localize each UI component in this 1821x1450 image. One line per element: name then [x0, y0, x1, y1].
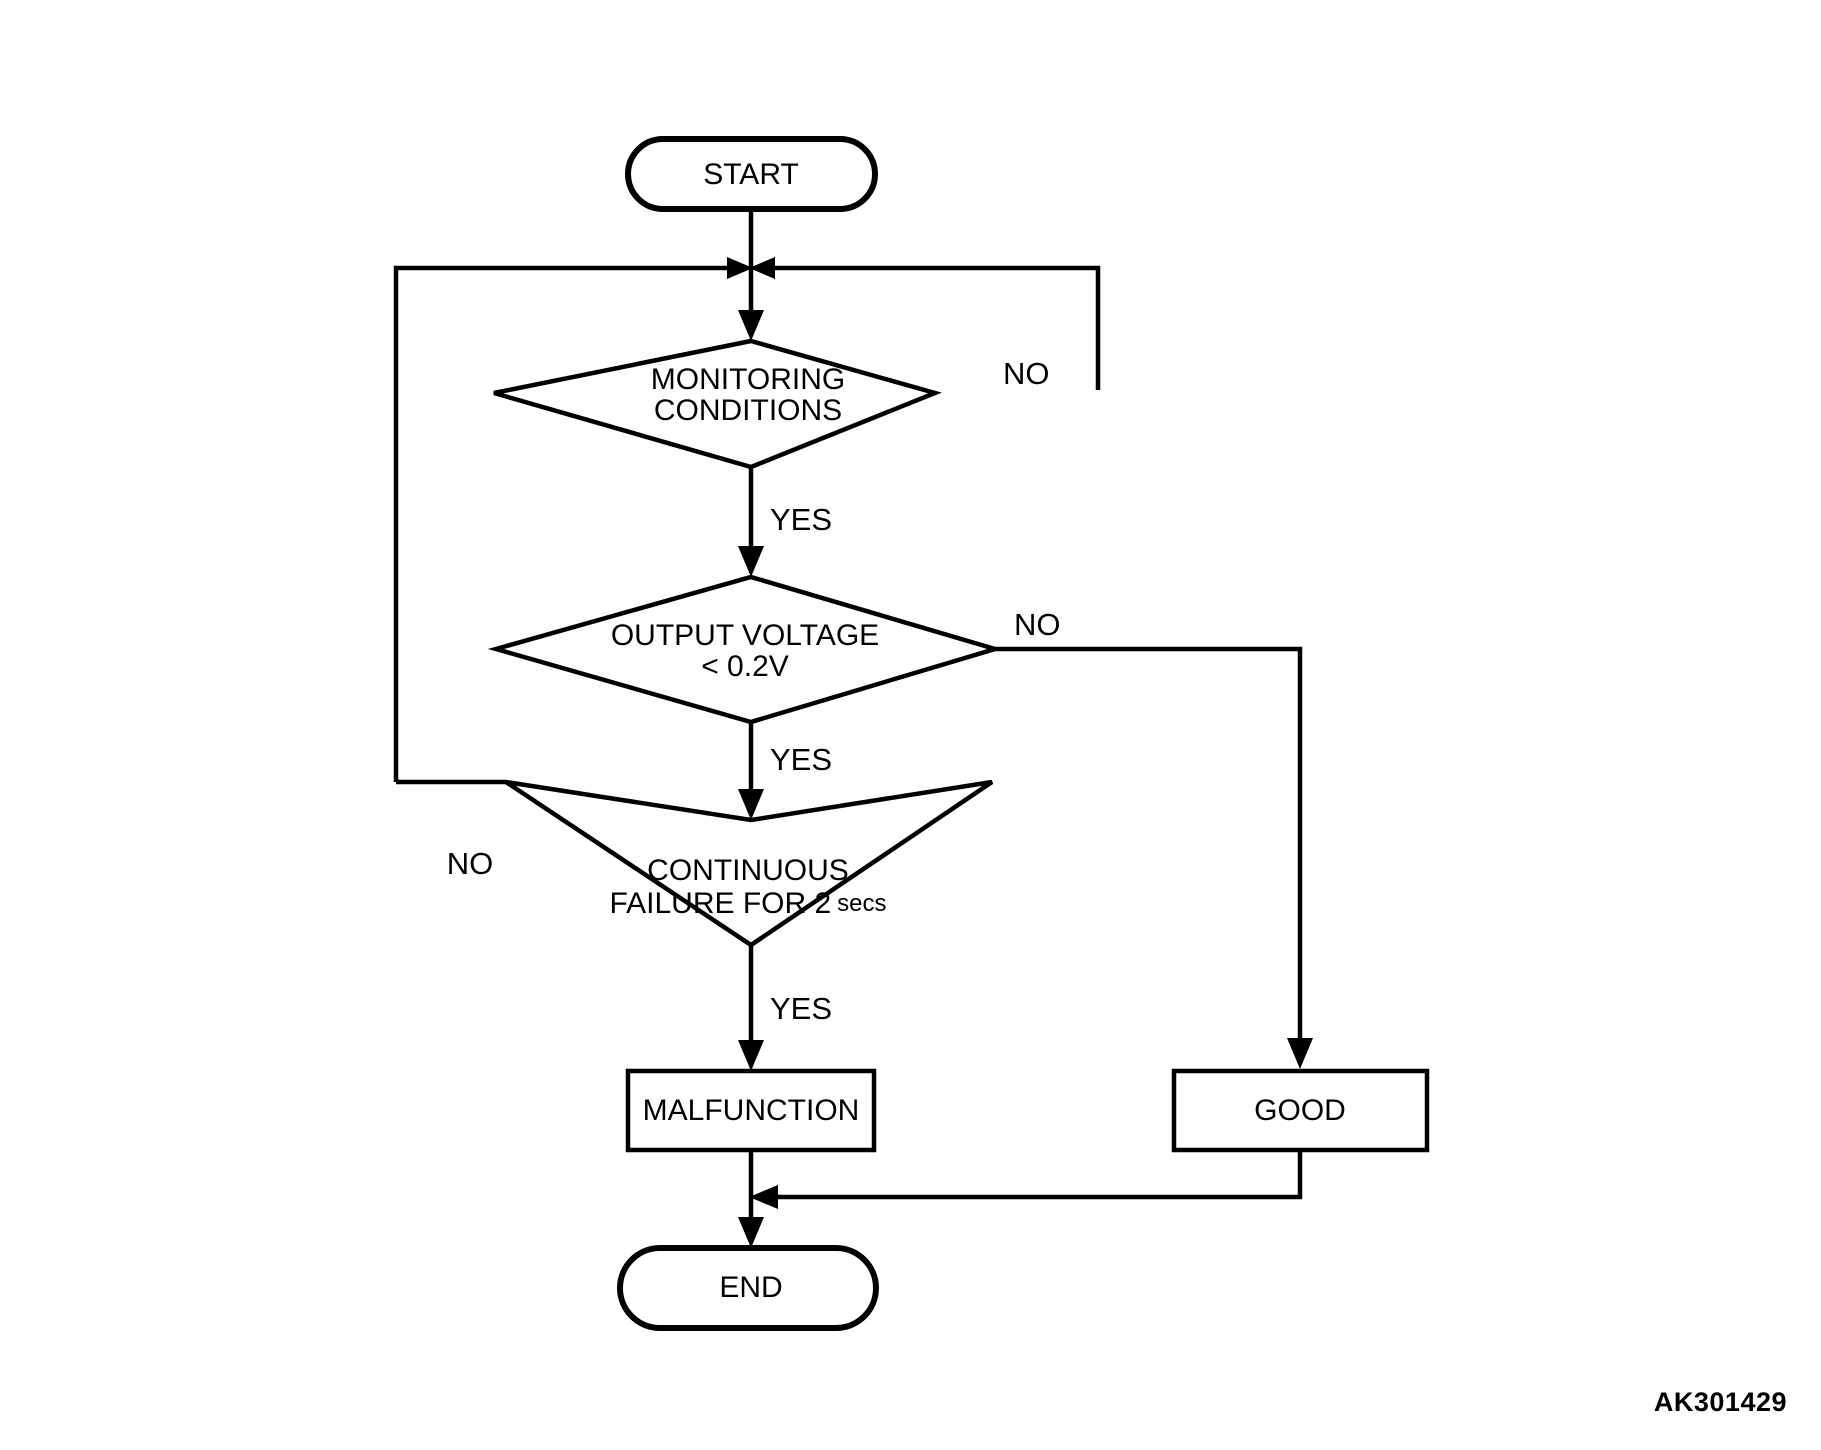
- edge-label-voltage-yes: YES: [770, 742, 832, 777]
- figure-code-label: AK301429: [1653, 1387, 1787, 1417]
- connector-loopback-left-rail: [393, 265, 737, 782]
- node-monitoring-conditions[interactable]: [493, 338, 942, 470]
- node-monitoring-label-line1: MONITORING: [651, 363, 845, 396]
- arrowhead-into-good: [1287, 1038, 1313, 1069]
- connector-loopback-right-rail: [765, 265, 1101, 390]
- node-monitoring-label-line2: CONDITIONS: [654, 394, 842, 427]
- node-malfunction-label: MALFUNCTION: [643, 1094, 860, 1127]
- node-start[interactable]: [625, 136, 878, 212]
- node-continuous-label-line2-main: FAILURE FOR 2: [609, 887, 831, 920]
- connector-good-to-end-merge: [768, 1149, 1303, 1200]
- node-end-label: END: [719, 1271, 782, 1304]
- arrowhead-into-continuous: [738, 789, 764, 820]
- node-malfunction[interactable]: [625, 1068, 877, 1153]
- node-good-label: GOOD: [1254, 1094, 1346, 1127]
- edge-label-monitoring-no: NO: [1003, 356, 1050, 391]
- node-good[interactable]: [1171, 1068, 1430, 1153]
- node-voltage-label-line1: OUTPUT VOLTAGE: [611, 619, 879, 652]
- node-voltage-label-line2: < 0.2V: [701, 650, 789, 683]
- edge-label-voltage-no: NO: [1014, 607, 1061, 642]
- node-end[interactable]: [617, 1245, 879, 1331]
- arrowhead-into-malfunction: [738, 1040, 764, 1071]
- node-continuous-label-line2-unit: secs: [837, 890, 886, 917]
- arrowhead-loopback-left: [727, 257, 753, 279]
- node-continuous-label-line1: CONTINUOUS: [647, 854, 849, 887]
- arrowhead-into-voltage: [738, 546, 764, 577]
- node-output-voltage[interactable]: [487, 574, 1003, 725]
- arrowhead-into-monitoring: [738, 310, 764, 341]
- edge-label-continuous-no: NO: [447, 846, 494, 881]
- edge-label-continuous-yes: YES: [770, 991, 832, 1026]
- node-start-label: START: [703, 158, 799, 191]
- edge-label-monitoring-yes: YES: [770, 502, 832, 537]
- arrowhead-into-end: [738, 1217, 764, 1248]
- node-continuous-failure[interactable]: [504, 779, 994, 948]
- arrowhead-loopback-right: [749, 257, 775, 279]
- arrowhead-merge-good: [749, 1185, 778, 1209]
- connector-voltage-no-to-good: [995, 646, 1303, 1045]
